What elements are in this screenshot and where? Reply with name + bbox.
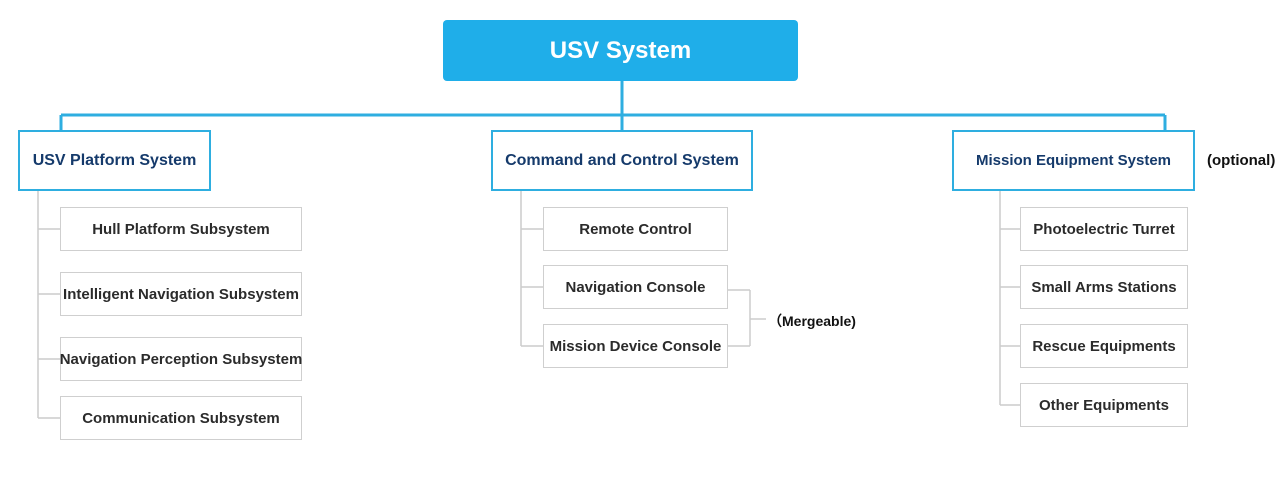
mergeable-bracket: [728, 289, 766, 347]
node-remote-control: Remote Control: [543, 207, 728, 251]
node-small-arms-stations: Small Arms Stations: [1020, 265, 1188, 309]
node-mission-device-console: Mission Device Console: [543, 324, 728, 368]
node-navigation-console: Navigation Console: [543, 265, 728, 309]
root-node-usv-system: USV System: [443, 20, 798, 81]
node-photoelectric-turret: Photoelectric Turret: [1020, 207, 1188, 251]
branch-mission-equipment-system: Mission Equipment System: [952, 130, 1195, 191]
node-rescue-equipments: Rescue Equipments: [1020, 324, 1188, 368]
branch-usv-platform-system: USV Platform System: [18, 130, 211, 191]
optional-note: (optional): [1207, 152, 1276, 169]
node-hull-platform-subsystem: Hull Platform Subsystem: [60, 207, 302, 251]
node-navigation-perception-subsystem: Navigation Perception Subsystem: [60, 337, 302, 381]
branch-command-and-control-system: Command and Control System: [491, 130, 753, 191]
mergeable-note: （Mergeable): [768, 313, 856, 329]
node-intelligent-navigation-subsystem: Intelligent Navigation Subsystem: [60, 272, 302, 316]
node-other-equipments: Other Equipments: [1020, 383, 1188, 427]
node-communication-subsystem: Communication Subsystem: [60, 396, 302, 440]
